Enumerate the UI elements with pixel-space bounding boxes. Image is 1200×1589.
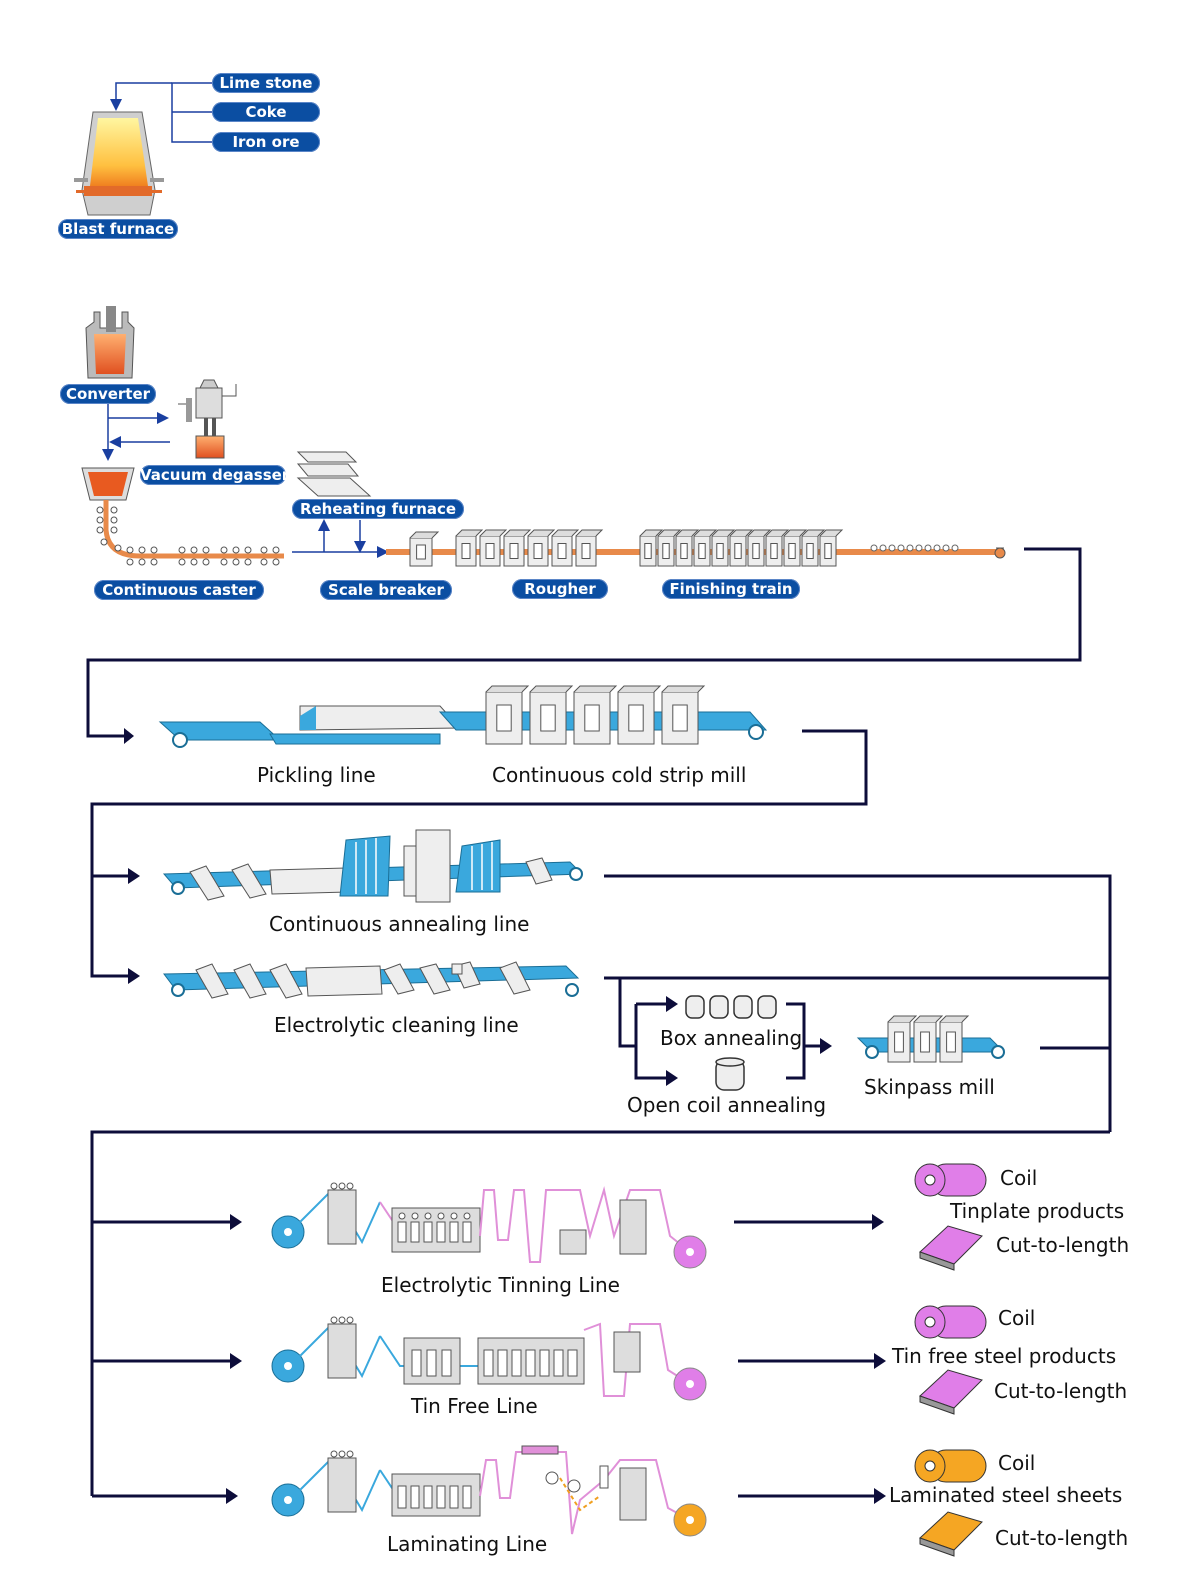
reheating-furnace-icon (296, 451, 372, 497)
iron-ore-label: Iron ore (212, 132, 320, 152)
laminated-coil-label: Coil (998, 1451, 1036, 1475)
reheating-furnace-label: Reheating furnace (292, 499, 464, 519)
converter-label: Converter (60, 384, 156, 404)
continuous-caster-icon (81, 467, 284, 566)
box-annealing-icon (685, 995, 777, 1019)
open-coil-annealing-icon (715, 1057, 745, 1091)
electrolytic-cleaning-label: Electrolytic cleaning line (274, 1013, 519, 1037)
coke-label: Coke (212, 102, 320, 122)
product-icons (914, 1163, 987, 1557)
scale-breaker-label: Scale breaker (320, 580, 452, 600)
continuous-annealing-icon (162, 829, 584, 903)
tinplate-products-label: Tinplate products (950, 1199, 1125, 1223)
vacuum-degasser-label: Vacuum degasser (140, 465, 290, 485)
laminated-products-label: Laminated steel sheets (889, 1483, 1123, 1507)
laminated-cut-label: Cut-to-length (995, 1526, 1129, 1550)
blast-furnace-label: Blast furnace (58, 219, 178, 239)
box-annealing-label: Box annealing (660, 1026, 803, 1050)
open-coil-annealing-label: Open coil annealing (627, 1093, 827, 1117)
continuous-annealing-label: Continuous annealing line (269, 912, 530, 936)
vacuum-degasser-icon (178, 379, 237, 459)
lime-stone-label: Lime stone (212, 73, 320, 93)
tinplate-cut-label: Cut-to-length (996, 1233, 1130, 1257)
finishing-line-icons (271, 1182, 707, 1537)
tfs-products-label: Tin free steel products (892, 1344, 1117, 1368)
skinpass-mill-label: Skinpass mill (864, 1075, 995, 1099)
converter-degasser-arrows (102, 404, 170, 461)
cold-strip-mill-label: Continuous cold strip mill (492, 763, 747, 787)
tin-free-line-label: Tin Free Line (411, 1394, 538, 1418)
pickling-line-icon (158, 705, 462, 748)
converter-icon (85, 306, 135, 379)
tinning-line-label: Electrolytic Tinning Line (381, 1273, 620, 1297)
flow-arrowheads (124, 728, 886, 1504)
continuous-caster-label: Continuous caster (94, 580, 264, 600)
skinpass-mill-icon (856, 1015, 1006, 1063)
cold-strip-mill-icon (438, 685, 768, 745)
rougher-label: Rougher (512, 579, 608, 599)
tinplate-coil-label: Coil (1000, 1166, 1038, 1190)
blast-furnace-icon (74, 111, 164, 216)
finishing-train-label: Finishing train (662, 579, 800, 599)
tfs-coil-label: Coil (998, 1306, 1036, 1330)
hot-strip-mill (386, 529, 1006, 567)
tfs-cut-label: Cut-to-length (994, 1379, 1128, 1403)
laminating-line-label: Laminating Line (387, 1532, 548, 1556)
pickling-line-label: Pickling line (257, 763, 376, 787)
reheating-arrows (292, 519, 389, 558)
electrolytic-cleaning-icon (163, 961, 580, 999)
raw-material-connectors (110, 82, 212, 143)
